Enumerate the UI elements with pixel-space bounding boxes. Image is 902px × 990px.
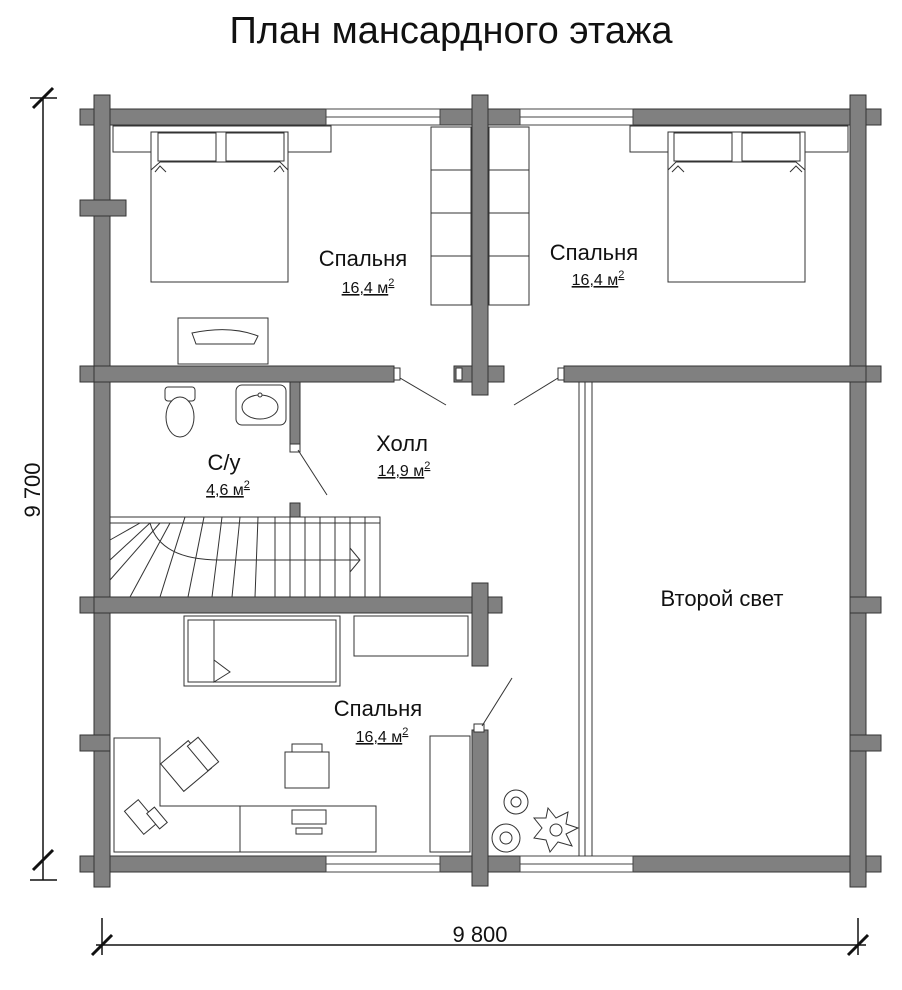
wall-between-bedrooms [471,94,489,396]
wardrobe [488,126,530,306]
wall-lower-stub [471,582,489,667]
room-area-bedroom-sw: 16,4 м2 [356,726,409,746]
pillow [673,132,733,162]
bedroom-sw-furniture [113,615,471,853]
void-railing [578,382,593,856]
pillow [157,132,217,162]
wall-left [93,94,111,888]
wall-top-left [79,108,327,126]
wall-lower-vertical [471,729,489,887]
plants [491,789,580,854]
windows [325,108,634,873]
pillow [741,132,801,162]
walls [79,94,882,888]
wall-lower [93,596,503,614]
doors [289,367,565,733]
dimension-lines [30,86,870,957]
room-name-bedroom-ne: Спальня [550,240,638,265]
wardrobe [430,126,472,306]
staircase [109,516,381,598]
wall-inner-left [93,365,395,383]
room-name-wc: С/у [208,450,241,475]
wall-bottom-right [632,855,882,873]
bedroom-ne-furniture [488,125,849,306]
pillow [225,132,285,162]
room-area-wc: 4,6 м2 [206,479,250,499]
room-name-bedroom-nw: Спальня [319,246,407,271]
toilet-bowl [165,396,195,438]
wall-inner-right [563,365,867,383]
bedroom-nw-furniture [112,125,472,365]
room-name-bedroom-sw: Спальня [334,696,422,721]
dimension-width-label: 9 800 [452,922,507,947]
wall-right [849,94,867,888]
corner-desk [113,737,377,853]
dimension-height-label: 9 700 [20,462,45,517]
wall-top-right [632,108,882,126]
chair [284,751,330,789]
room-area-bedroom-ne: 16,4 м2 [572,269,625,289]
computer [123,799,159,835]
room-area-hall: 14,9 м2 [378,460,431,480]
room-name-hall: Холл [376,431,428,456]
wardrobe [429,735,471,853]
shelf [353,615,469,657]
page-title: План мансардного этажа [229,10,673,52]
wall-bottom-left [79,855,327,873]
wc-fixtures [164,384,287,438]
monitor [291,809,327,825]
room-name-void: Второй свет [661,586,784,611]
room-area-bedroom-nw: 16,4 м2 [342,277,395,297]
wall-wc [289,381,301,445]
